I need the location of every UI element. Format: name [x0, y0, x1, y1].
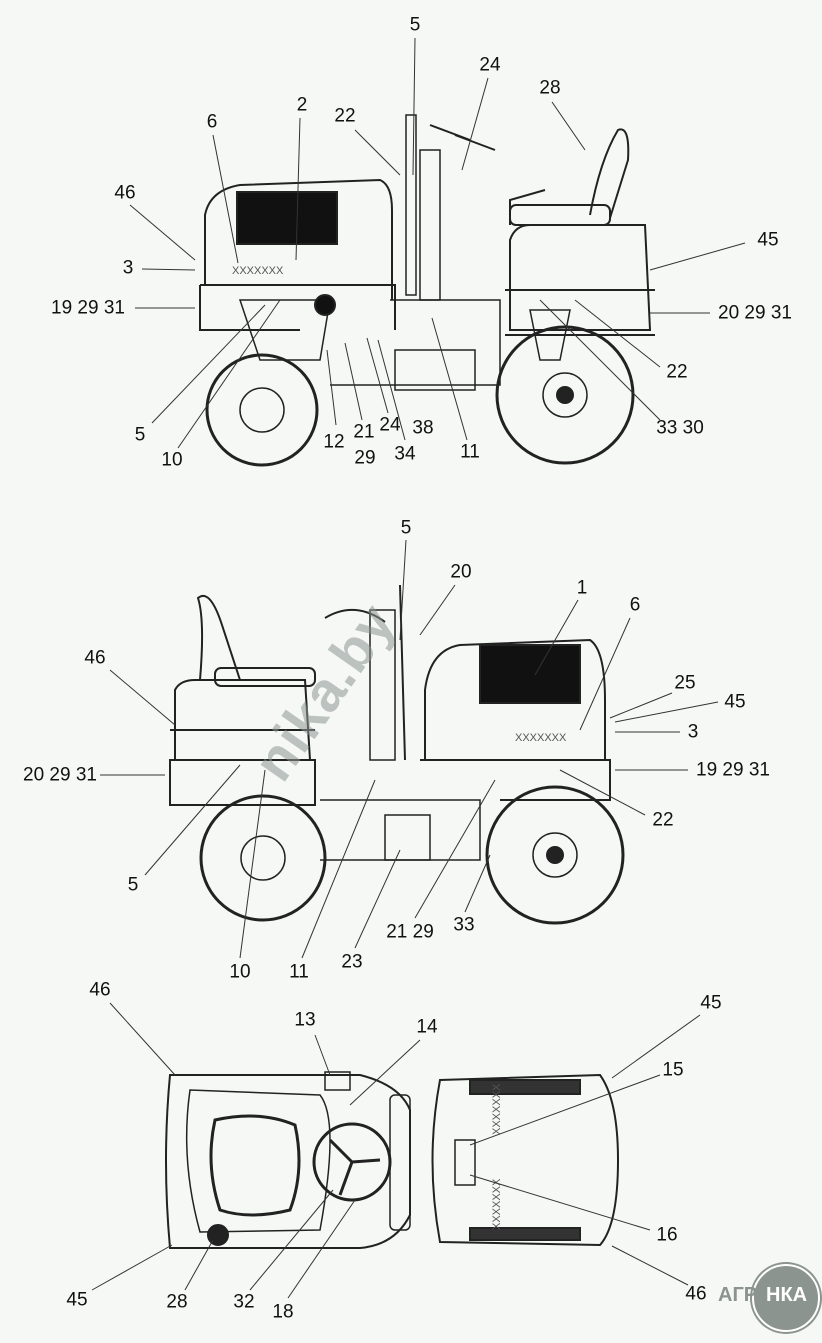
callout-label: 5	[400, 517, 412, 539]
rear-drum	[485, 785, 625, 925]
decal: XXXXXXX	[491, 1178, 503, 1230]
callout-label: 11	[460, 441, 480, 463]
callout-label: 32	[233, 1291, 255, 1313]
decal: XXXXXXX	[491, 1083, 503, 1135]
callout-label: 21	[353, 421, 375, 443]
callout-label: 38	[412, 417, 434, 439]
logo-text-right: НКА	[766, 1284, 808, 1306]
callout-label: 20	[450, 561, 472, 583]
callout-label: 25	[674, 672, 696, 694]
callout-label: 22	[334, 105, 356, 127]
callout-label: 34	[394, 443, 416, 465]
callout-label: 19 29 31	[51, 297, 125, 319]
callout-label: 46	[114, 182, 136, 204]
top-view-drawing: XXXXXXX XXXXXXX	[165, 1071, 620, 1249]
callout-label: 10	[161, 449, 183, 471]
callout-label: 6	[629, 594, 641, 616]
callout-label: 28	[539, 77, 561, 99]
callout-label: 10	[229, 961, 251, 983]
agronika-logo: АГРО НКА	[718, 1262, 822, 1342]
callout-label: 20 29 31	[718, 302, 792, 324]
callout-label: 33 30	[656, 417, 704, 439]
callout-label: 33	[453, 914, 475, 936]
callout-label: 2	[296, 94, 308, 116]
rear-drum	[495, 325, 635, 465]
callout-label: 24	[379, 414, 401, 436]
callout-label: 21 29	[386, 921, 434, 943]
callout-label: 11	[289, 961, 309, 983]
callout-label: 6	[206, 111, 218, 133]
callout-label: 13	[294, 1009, 316, 1031]
callout-label: 22	[652, 809, 674, 831]
callout-label: 24	[479, 54, 501, 76]
callout-label: 5	[409, 14, 421, 36]
callout-label: 46	[84, 647, 106, 669]
leader-lines	[91, 37, 746, 1299]
callout-label: 45	[724, 691, 746, 713]
callout-label: 12	[323, 431, 345, 453]
callout-label: 46	[89, 979, 111, 1001]
decal: XXXXXXX	[515, 732, 567, 744]
rear-frame	[165, 1074, 411, 1249]
callout-label: 46	[685, 1283, 707, 1305]
callout-label: 14	[416, 1016, 438, 1038]
callout-label: 28	[166, 1291, 188, 1313]
front-drum	[205, 353, 319, 467]
logo-circle	[752, 1264, 820, 1332]
callout-label: 45	[757, 229, 779, 251]
callout-label: 18	[272, 1301, 294, 1323]
right-side-view-drawing: XXXXXXX	[169, 584, 625, 925]
front-frame	[431, 1073, 620, 1247]
callout-label: 5	[127, 874, 139, 896]
callout-label: 20 29 31	[23, 764, 97, 786]
front-drum	[199, 794, 327, 922]
decal: XXXXXXX	[232, 265, 284, 277]
callout-label: 29	[354, 447, 376, 469]
callout-label: 19 29 31	[696, 759, 770, 781]
engine-hood	[204, 178, 393, 300]
callout-label: 3	[687, 721, 699, 743]
callout-label: 45	[66, 1289, 88, 1311]
callout-label: 23	[341, 951, 363, 973]
callout-label: 5	[134, 424, 146, 446]
callout-label: 16	[656, 1224, 678, 1246]
left-side-view-drawing: XXXXXXX	[199, 114, 655, 467]
callout-label: 22	[666, 361, 688, 383]
callout-label: 15	[662, 1059, 684, 1081]
logo-text-left: АГРО	[718, 1284, 773, 1306]
callout-label: 1	[576, 577, 588, 599]
callout-label: 45	[700, 992, 722, 1014]
callout-label: 3	[122, 257, 134, 279]
